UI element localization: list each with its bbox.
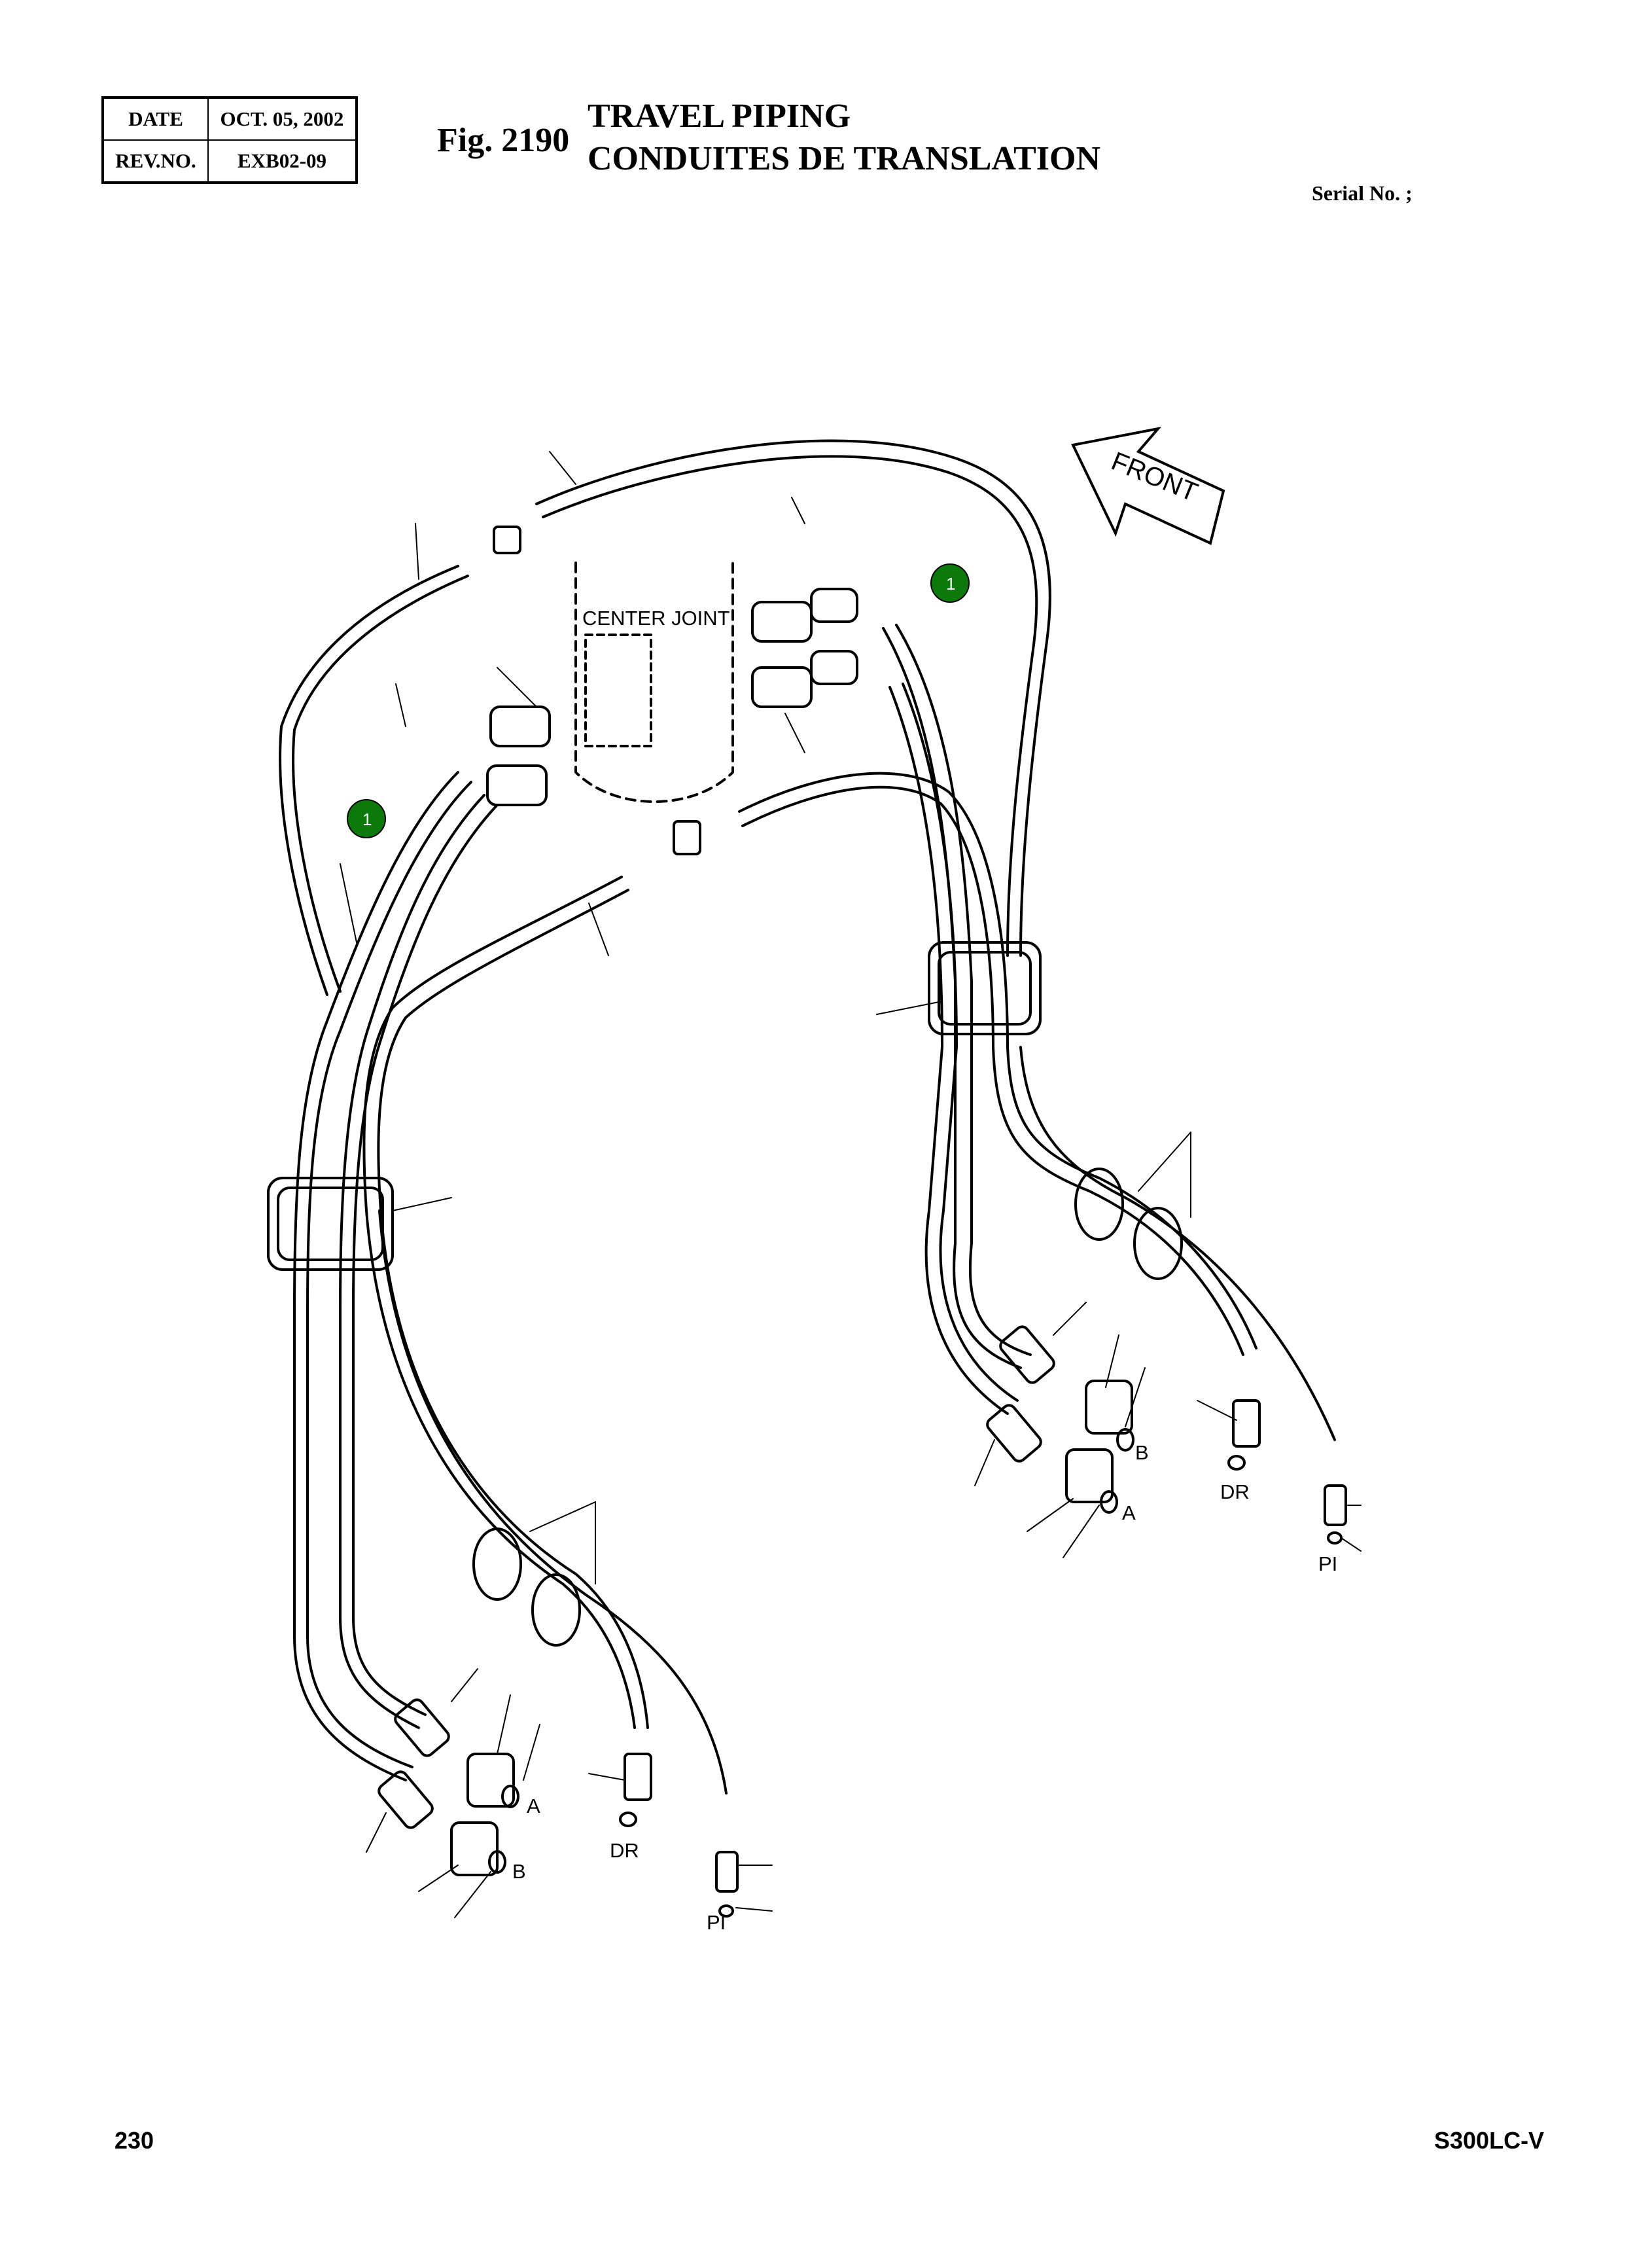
right-clamp-a (1074, 1168, 1124, 1241)
right-hose-1b (895, 624, 1032, 1356)
left-hose-1 (293, 771, 459, 1781)
callout-1-lower: 1 (347, 799, 386, 838)
port-label-right-pi: PI (1318, 1552, 1337, 1575)
port-label-left-b: B (512, 1860, 526, 1883)
tee-fitting (673, 820, 701, 855)
right-flange-2 (1065, 1448, 1114, 1503)
callout-1-lower-text: 1 (362, 810, 372, 829)
rev-label: REV.NO. (102, 139, 209, 183)
model-name: S300LC-V (1434, 2127, 1545, 2154)
port-label-right-dr: DR (1220, 1480, 1250, 1503)
elbow-fitting-1 (810, 588, 858, 623)
left-clamp-b (531, 1573, 581, 1647)
elbow-fitting-2 (810, 650, 858, 685)
port-label-right-a: A (1122, 1501, 1136, 1524)
date-label: DATE (102, 97, 209, 141)
right-hose-1 (882, 627, 1022, 1369)
rev-value: EXB02-09 (207, 139, 357, 183)
revision-info-table: DATE OCT. 05, 2002 REV.NO. EXB02-09 (101, 96, 358, 184)
left-fitting-1 (394, 1698, 450, 1757)
page-number: 230 (114, 2127, 154, 2154)
center-joint-label: CENTER JOINT (582, 607, 730, 630)
right-pi-fitting (1324, 1484, 1347, 1526)
outer-loop-hose-inner (292, 575, 469, 993)
right-hose-2b (902, 683, 1019, 1402)
right-dr-fitting (1232, 1399, 1261, 1448)
left-hose-2b (352, 804, 499, 1716)
right-flange-1 (1085, 1380, 1133, 1435)
right-fitting-1 (999, 1325, 1055, 1384)
serial-number: Serial No. ; (1312, 181, 1413, 205)
upper-arc-hose-inner (542, 455, 1038, 957)
callout-1-upper: 1 (930, 563, 970, 603)
left-inner-hose-b (377, 889, 649, 1729)
right-fitting-2 (986, 1404, 1042, 1463)
upper-flange-1 (751, 601, 813, 643)
left-inner-hose (362, 876, 636, 1729)
left-clamp-a (472, 1527, 522, 1601)
callout-1-upper-text: 1 (946, 574, 955, 594)
o-ring (1116, 1428, 1134, 1452)
o-ring (488, 1850, 506, 1874)
port-label-left-dr: DR (610, 1839, 639, 1862)
o-ring (1227, 1455, 1246, 1471)
port-label-left-pi: PI (707, 1911, 726, 1934)
upper-flange-3 (489, 705, 551, 747)
center-joint-body (574, 562, 734, 803)
port-label-left-a: A (527, 1795, 540, 1817)
outer-loop-hose (279, 565, 459, 996)
left-pi-fitting (715, 1851, 739, 1893)
right-clamp-b (1133, 1207, 1183, 1280)
date-value: OCT. 05, 2002 (207, 97, 357, 141)
upper-flange-4 (486, 764, 548, 806)
date-row: DATE OCT. 05, 2002 (102, 97, 357, 141)
left-fitting-2 (378, 1770, 434, 1829)
left-flange-2 (450, 1821, 499, 1876)
right-inner-hose-b (741, 785, 1244, 1356)
front-arrow: FRONT (1071, 426, 1225, 545)
o-ring (1100, 1490, 1118, 1514)
port-label-right-b: B (1135, 1441, 1149, 1464)
o-ring (619, 1812, 637, 1827)
title-english: TRAVEL PIPING (588, 98, 851, 135)
center-joint-block (584, 634, 652, 747)
left-mid-clamp-inner (277, 1187, 384, 1261)
right-pilot-hose (1019, 1046, 1336, 1441)
upper-flange-2 (751, 666, 813, 708)
rev-row: REV.NO. EXB02-09 (102, 139, 357, 183)
title-french: CONDUITES DE TRANSLATION (588, 140, 1101, 177)
left-hose-2 (339, 794, 485, 1729)
o-ring (718, 1904, 734, 1918)
right-mid-clamp-inner (938, 951, 1032, 1026)
left-mid-clamp (267, 1177, 394, 1271)
right-hose-2 (888, 686, 1009, 1415)
top-tee-fitting (493, 526, 521, 554)
left-pilot-hose (378, 1209, 728, 1795)
left-dr-fitting (624, 1753, 652, 1801)
right-mid-clamp (928, 941, 1042, 1035)
o-ring (501, 1785, 519, 1808)
upper-arc-hose (535, 439, 1051, 957)
figure-number: Fig. 2190 (437, 122, 570, 159)
o-ring (1327, 1531, 1343, 1545)
left-hose-1b (306, 781, 472, 1768)
left-flange-1 (466, 1753, 515, 1808)
